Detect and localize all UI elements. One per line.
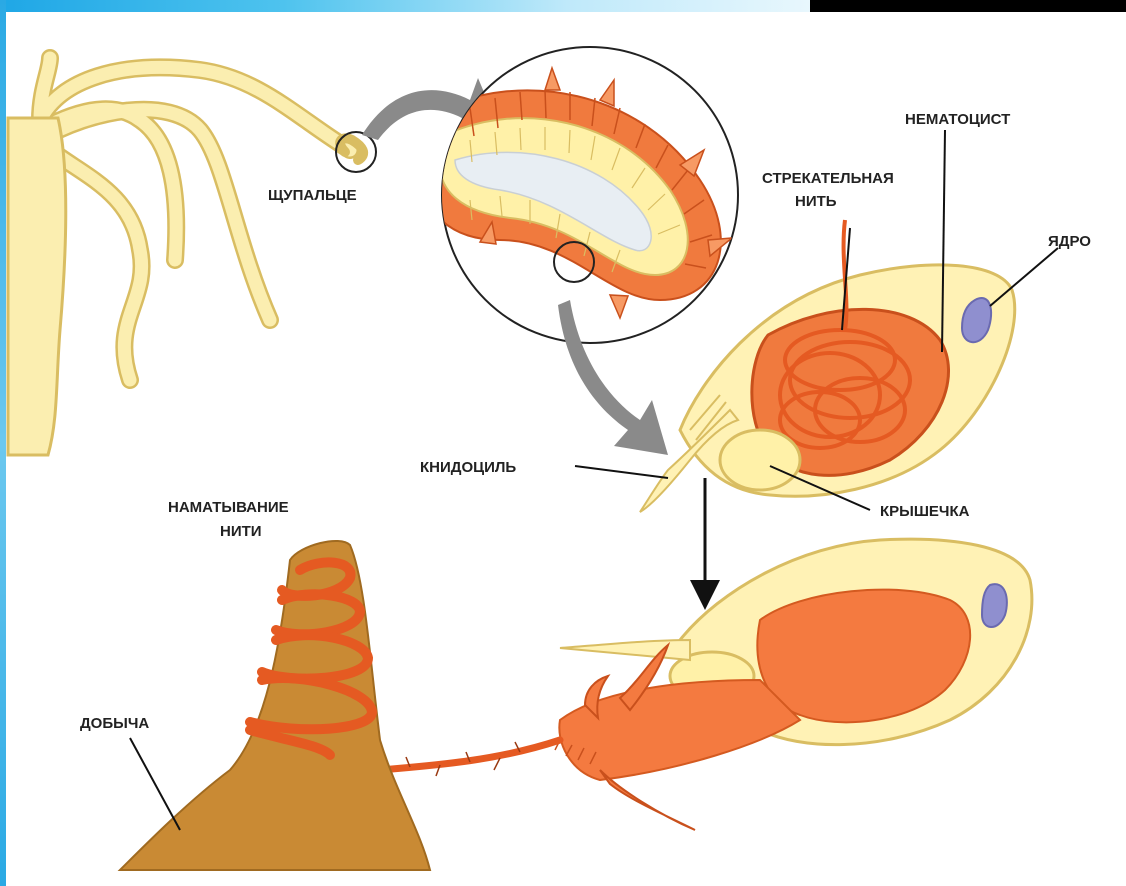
label-winding-line2: НИТИ bbox=[220, 523, 262, 540]
label-operculum: КРЫШЕЧКА bbox=[880, 503, 970, 520]
label-stinging-thread-line1: СТРЕКАТЕЛЬНАЯ bbox=[762, 170, 894, 187]
prey-illustration bbox=[120, 541, 430, 870]
label-cnidocil: КНИДОЦИЛЬ bbox=[420, 459, 516, 476]
label-nucleus: ЯДРО bbox=[1048, 233, 1091, 250]
label-nematocyst: НЕМАТОЦИСТ bbox=[905, 111, 1010, 128]
label-winding-line1: НАМАТЫВАНИЕ bbox=[168, 499, 289, 516]
hydra-illustration bbox=[8, 58, 376, 455]
label-tentacle: ЩУПАЛЬЦЕ bbox=[268, 187, 357, 204]
label-stinging-thread-line2: НИТЬ bbox=[795, 193, 837, 210]
tentacle-section-zoom bbox=[420, 47, 738, 343]
label-prey: ДОБЫЧА bbox=[80, 715, 149, 732]
